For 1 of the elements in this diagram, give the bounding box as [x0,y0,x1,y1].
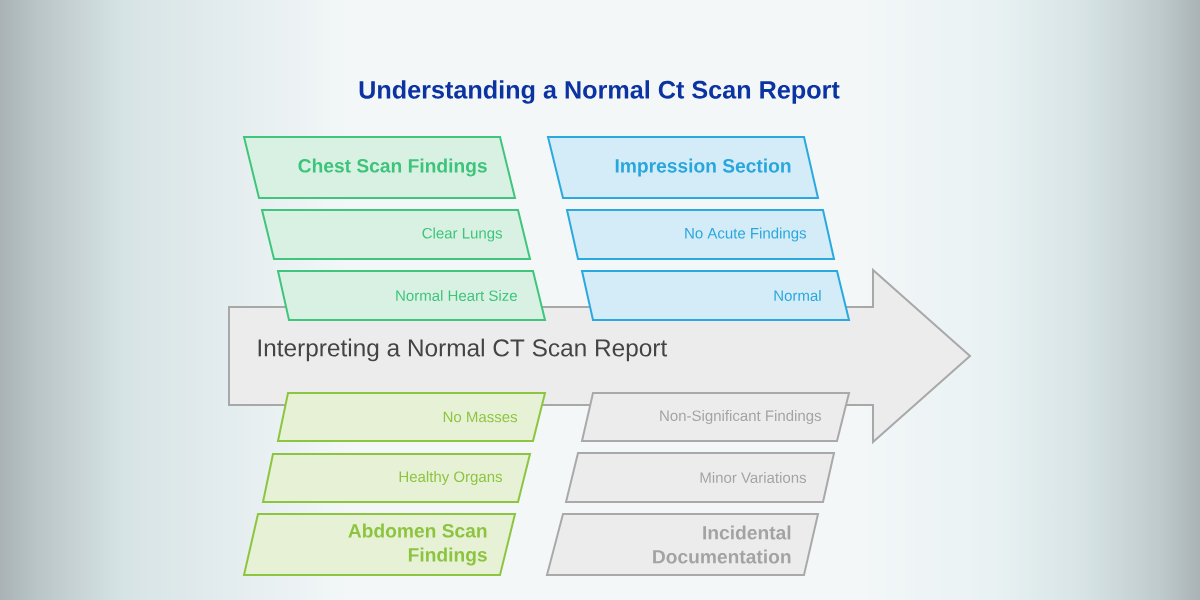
title: Understanding a Normal Ct Scan Report [359,80,840,104]
